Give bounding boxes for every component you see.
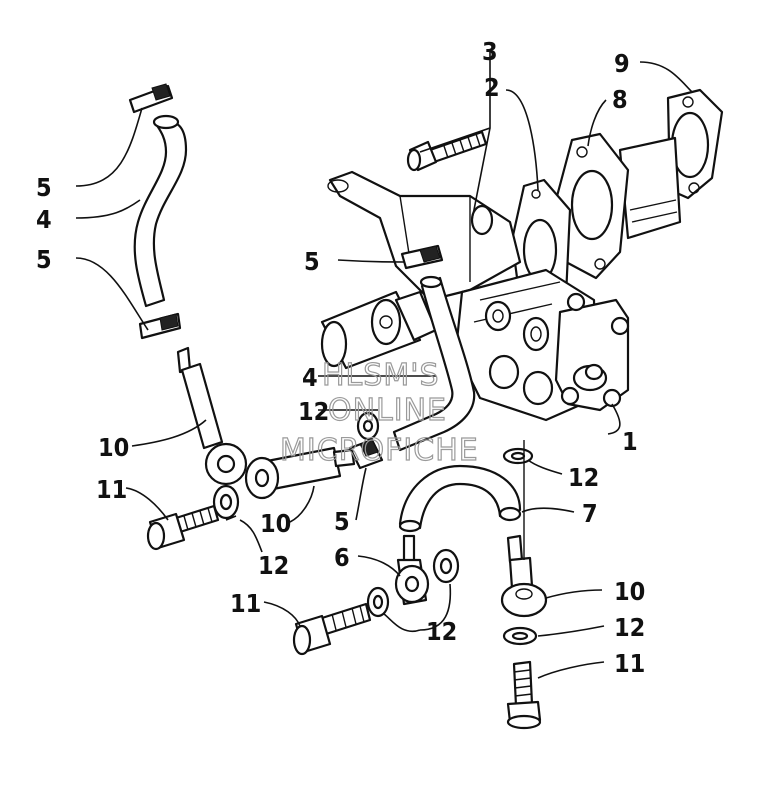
callout-4-center: 4 [302,363,318,392]
part-12-washer-e [502,626,538,646]
part-7-hose [398,464,522,533]
part-11-bolt-bottom [506,660,542,730]
callout-12-fitting: 12 [426,617,457,646]
part-5-clamp-bottom [348,438,384,470]
callout-10-center: 10 [260,509,291,538]
callout-5-top: 5 [36,173,52,202]
part-4-hose-center [392,275,476,452]
callout-6: 6 [334,543,350,572]
callout-2: 2 [484,73,500,102]
callout-3: 3 [482,37,498,66]
bracket [327,170,522,302]
callouts: 1 2 3 4 4 5 5 5 5 6 7 8 9 10 10 10 11 11… [36,37,645,678]
part-5-clamp-center [400,244,444,270]
part-10-banjo-left [176,346,248,486]
callout-9: 9 [614,49,630,78]
part-6-fitting [394,534,430,606]
callout-10-right: 10 [614,577,645,606]
watermark-line-1: HLSM'S [322,358,440,393]
part-3-bolt [406,130,488,172]
part-5-clamp-top [128,83,174,114]
leader-lines [75,50,693,679]
callout-12-right-lower: 12 [614,613,645,642]
part-12-washer-c [432,548,460,584]
watermark-line-3: MICROFICHE [280,433,479,468]
part-11-bolt-left [146,504,220,551]
callout-7: 7 [582,499,598,528]
part-10-banjo-center [244,446,356,500]
callout-1: 1 [622,427,638,456]
callout-10-left: 10 [98,433,129,462]
callout-8: 8 [612,85,628,114]
part-10-banjo-right [500,534,548,618]
callout-5-bottom: 5 [334,507,350,536]
callout-4-upper: 4 [36,205,52,234]
part-12-washer-a [212,484,240,520]
part-8-gasket [554,132,630,280]
part-9-flange [618,88,724,240]
callout-11-left: 11 [96,475,127,504]
part-1-pump-assembly [320,268,630,422]
watermark-line-2: ONLINE [328,393,447,428]
watermark: HLSM'S ONLINE MICROFICHE [279,357,479,468]
part-4-hose-upper [133,114,188,308]
part-12-washer-f [356,411,380,441]
part-11-bolt-center [292,602,372,656]
callout-5-center: 5 [304,247,320,276]
callout-12-center: 12 [298,397,329,426]
callout-12-left: 12 [258,551,289,580]
part-5-clamp-lower [138,312,182,340]
callout-11-bottom: 11 [614,649,645,678]
part-12-washer-b [366,586,390,618]
part-12-washer-d [502,447,534,465]
callout-11-center: 11 [230,589,261,618]
callout-12-right-upper: 12 [568,463,599,492]
callout-5-lower: 5 [36,245,52,274]
